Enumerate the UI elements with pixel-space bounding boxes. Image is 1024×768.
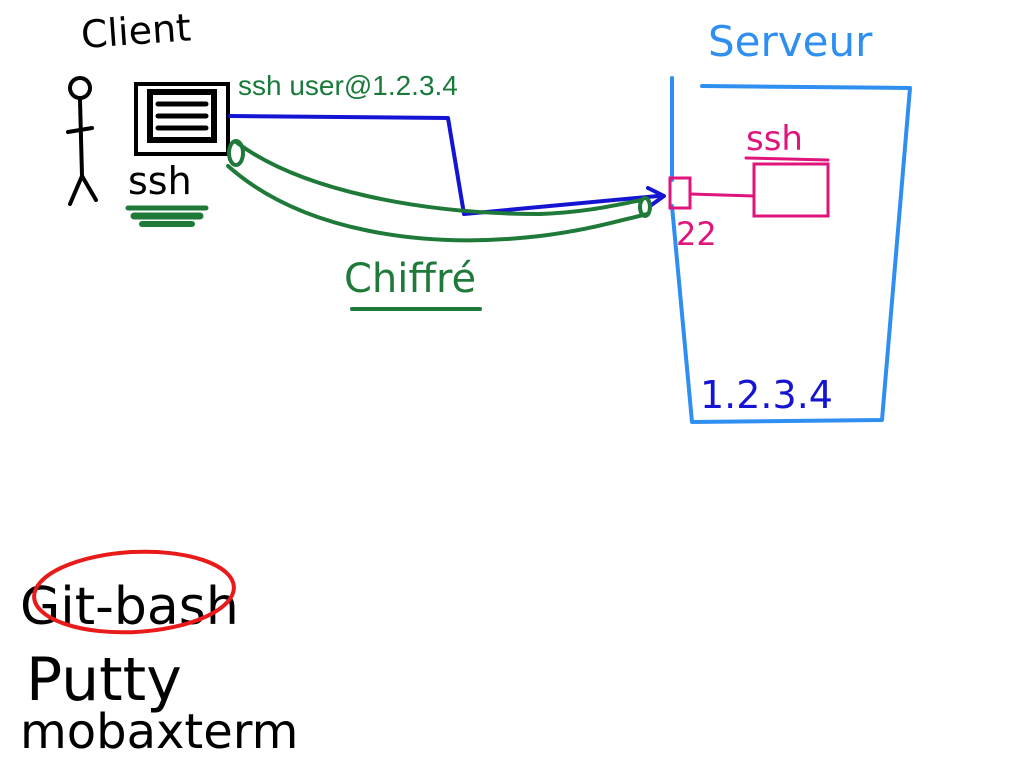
port-box — [668, 176, 692, 210]
user-icon — [66, 76, 98, 206]
client-ssh-underline — [125, 205, 209, 227]
server-label: Serveur — [708, 17, 873, 66]
server-ip-label: 1.2.3.4 — [700, 373, 833, 417]
client-label: Client — [80, 5, 193, 57]
server-box — [670, 76, 912, 424]
connection-line — [228, 114, 660, 216]
ssh-command-text: ssh user@1.2.3.4 — [238, 70, 458, 101]
tunnel-label: Chiffré — [344, 256, 476, 302]
ssh-daemon-box — [752, 162, 830, 218]
gitbash-highlight-circle — [32, 549, 236, 635]
connection-arrowhead — [646, 186, 666, 208]
tool-item-putty: Putty — [26, 645, 182, 715]
server-ssh-underline — [744, 156, 830, 162]
tool-item-mobaxterm: mobaxterm — [20, 704, 298, 760]
client-ssh-label: ssh — [128, 159, 192, 203]
computer-icon — [134, 82, 230, 156]
encrypted-tunnel — [226, 139, 652, 243]
tool-item-gitbash: Git-bash — [20, 577, 239, 637]
server-ssh-label: ssh — [746, 119, 803, 159]
port-to-ssh-line — [688, 192, 756, 198]
port-label: 22 — [676, 215, 717, 253]
